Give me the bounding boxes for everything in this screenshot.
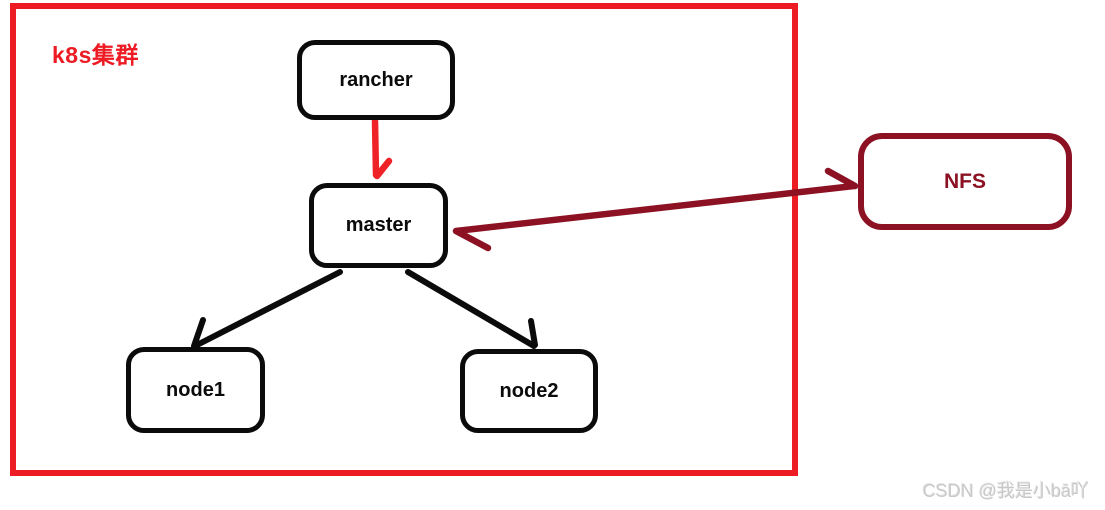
node-node1-label: node1 bbox=[166, 378, 225, 401]
node-nfs: NFS bbox=[858, 133, 1072, 230]
node-node1: node1 bbox=[126, 347, 265, 433]
node-master: master bbox=[309, 183, 448, 268]
node-rancher-label: rancher bbox=[339, 68, 413, 91]
csdn-watermark: CSDN @我是小bā吖 bbox=[922, 481, 1089, 501]
node-node2: node2 bbox=[460, 349, 598, 433]
cluster-label: k8s集群 bbox=[52, 42, 139, 68]
node-master-label: master bbox=[345, 214, 412, 236]
node-nfs-label: NFS bbox=[944, 169, 986, 193]
node-rancher: rancher bbox=[297, 40, 455, 120]
node-node2-label: node2 bbox=[499, 379, 559, 402]
